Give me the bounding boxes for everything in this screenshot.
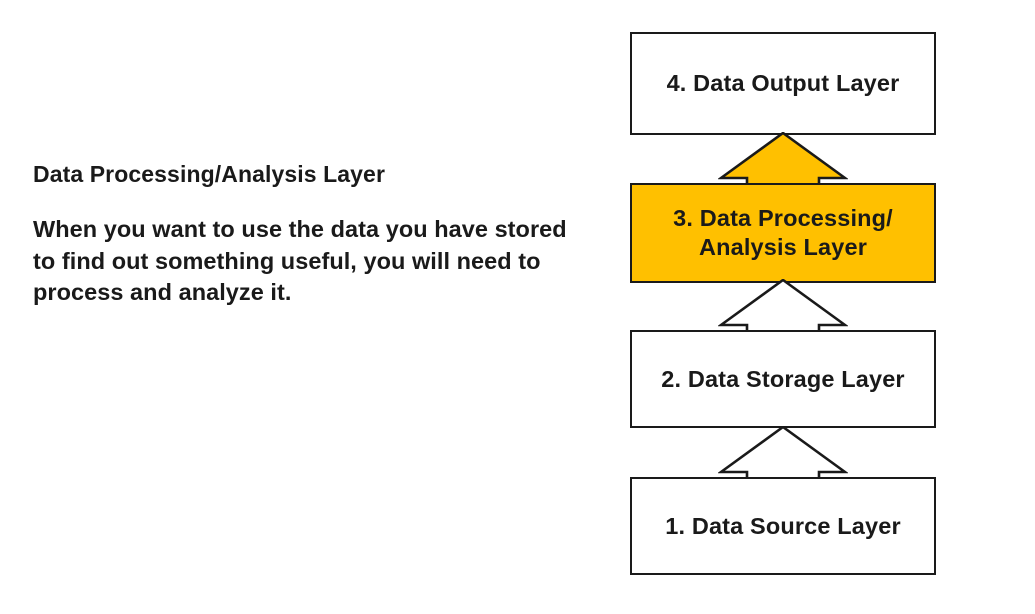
layer-box-data-storage[interactable]: 2. Data Storage Layer: [630, 330, 936, 428]
text-panel: Data Processing/Analysis Layer When you …: [33, 160, 581, 309]
up-arrow-icon-source-to-storage: [718, 426, 848, 480]
layer-label-data-storage: 2. Data Storage Layer: [661, 365, 905, 392]
layer-box-data-output[interactable]: 4. Data Output Layer: [630, 32, 936, 135]
up-arrow-icon-storage-to-processing: [718, 279, 848, 333]
layer-label-data-output: 4. Data Output Layer: [666, 70, 900, 97]
panel-heading: Data Processing/Analysis Layer: [33, 161, 385, 187]
panel-body-text: When you want to use the data you have s…: [33, 216, 567, 306]
up-arrow-icon-processing-to-output: [718, 132, 848, 186]
layer-label-data-processing-analysis: 3. Data Processing/ Analysis Layer: [673, 205, 893, 260]
layer-box-data-source[interactable]: 1. Data Source Layer: [630, 477, 936, 575]
layer-label-data-source: 1. Data Source Layer: [665, 512, 901, 539]
layer-box-data-processing-analysis[interactable]: 3. Data Processing/ Analysis Layer: [630, 183, 936, 283]
layer-stack-diagram: 4. Data Output Layer 3. Data Processing/…: [630, 32, 936, 575]
